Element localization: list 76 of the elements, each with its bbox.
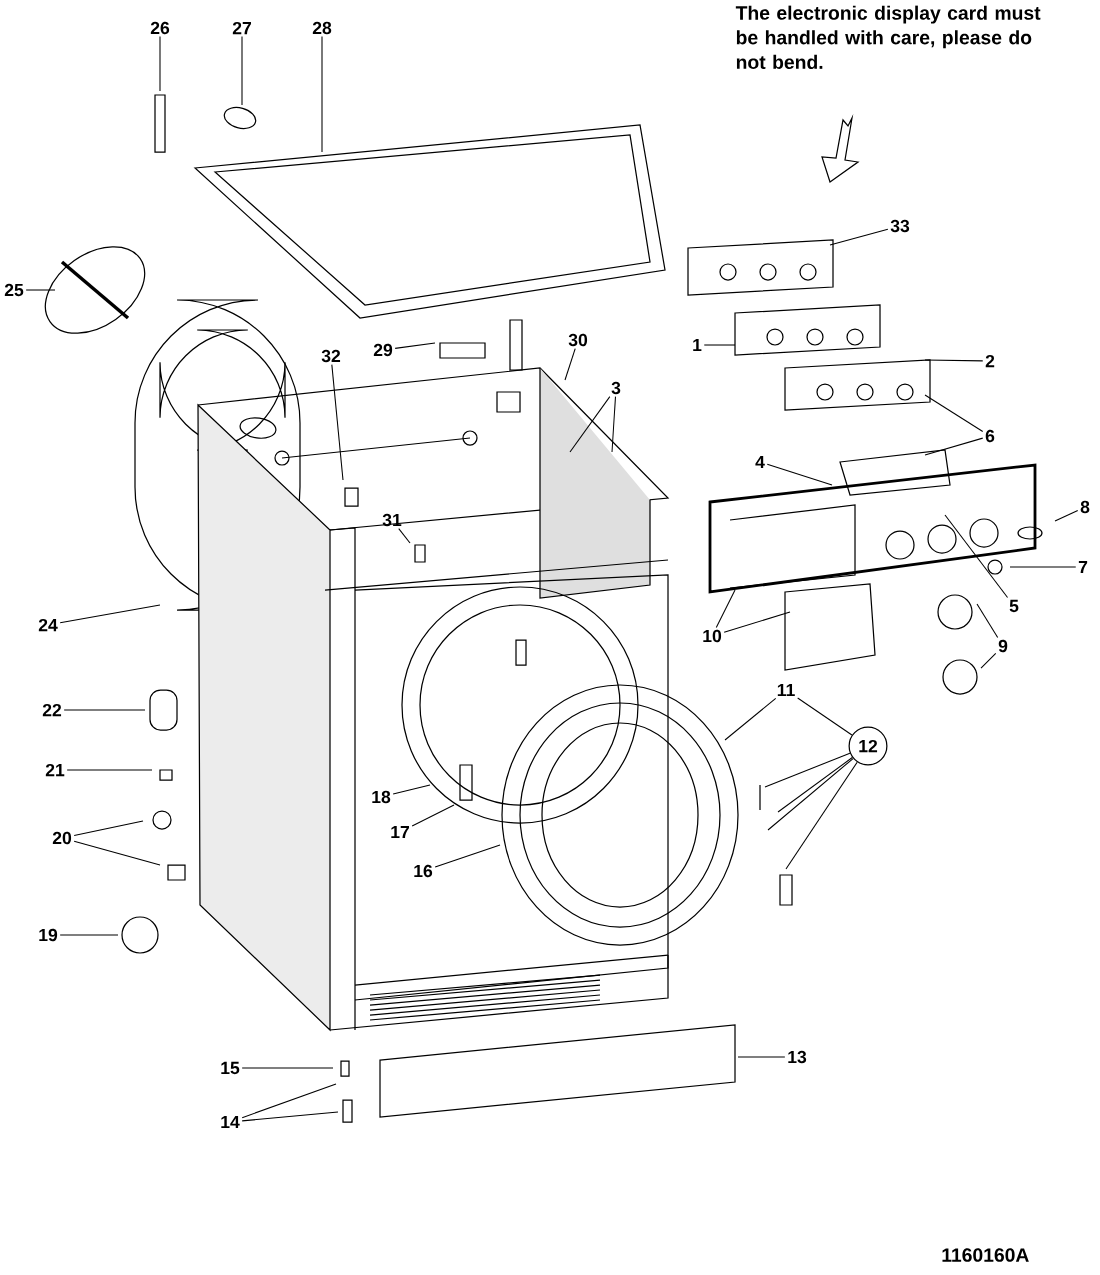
callout-number: 4 <box>755 455 765 469</box>
leader-line <box>321 36 323 153</box>
callout-number: 20 <box>52 831 72 845</box>
leader-line <box>976 603 999 638</box>
leader-line <box>73 820 144 836</box>
leader-line <box>829 228 889 246</box>
leader-line <box>777 757 853 813</box>
leader-line <box>25 289 56 291</box>
callout-number: 28 <box>312 21 332 35</box>
callout-number: 21 <box>45 763 65 777</box>
callout-number: 2 <box>985 354 995 368</box>
callout-number: 16 <box>414 864 433 878</box>
callout-number: 27 <box>232 21 251 35</box>
leader-line <box>924 359 984 362</box>
callout-number: 31 <box>382 513 402 527</box>
leader-line <box>737 1056 786 1058</box>
callout-number: 18 <box>372 790 391 804</box>
leader-line <box>767 758 854 831</box>
leader-line <box>797 697 853 736</box>
callout-number: 5 <box>1009 599 1019 613</box>
callout-number: 29 <box>373 343 393 357</box>
callout-number: 11 <box>777 683 795 697</box>
drawing-number: 1160160A <box>942 1248 1029 1262</box>
leader-line <box>434 844 501 868</box>
callout-number: 17 <box>391 825 409 839</box>
leader-line <box>764 752 851 788</box>
leader-line <box>411 804 455 827</box>
leader-line <box>724 697 777 741</box>
callout-number: 33 <box>890 219 910 233</box>
leader-line <box>398 528 411 544</box>
callout-number: 8 <box>1080 500 1090 514</box>
leader-line <box>63 709 146 711</box>
callout-number: 26 <box>150 21 170 35</box>
leader-line <box>924 437 984 456</box>
leader-line <box>59 604 161 624</box>
callout-number: 7 <box>1078 560 1088 574</box>
callout-number: 19 <box>39 928 58 942</box>
leader-line <box>59 934 119 936</box>
leader-line <box>1009 566 1077 568</box>
leader-line <box>715 589 736 628</box>
callout-number: 14 <box>221 1115 240 1129</box>
callout-number: 3 <box>611 381 621 395</box>
callout-number: 9 <box>998 639 1008 653</box>
leader-line <box>241 1083 337 1119</box>
leader-line <box>569 396 611 453</box>
leader-line <box>723 611 791 633</box>
leader-line <box>766 463 833 486</box>
leader-line <box>611 396 616 453</box>
leader-line <box>703 344 736 346</box>
callout-number: 10 <box>703 629 722 643</box>
leader-line <box>785 761 858 870</box>
leader-line <box>159 36 161 92</box>
leader-line <box>66 769 153 771</box>
leader-line <box>980 652 997 669</box>
leader-line <box>924 394 984 432</box>
leader-line <box>564 348 576 381</box>
leader-line <box>394 342 436 349</box>
leader-line <box>241 1111 339 1122</box>
note-text: The electronic display card must be handled with care, please do not bend. <box>735 5 1041 69</box>
callout-number: 24 <box>38 618 58 632</box>
leader-line <box>1054 509 1079 522</box>
leader-line <box>944 514 1009 599</box>
leader-line <box>241 1067 334 1069</box>
callout-number: 15 <box>221 1061 240 1075</box>
leader-line <box>73 840 161 866</box>
leader-line <box>241 36 243 106</box>
callout-number: 25 <box>4 283 24 297</box>
callout-number: 22 <box>42 703 62 717</box>
callout-number: 6 <box>985 429 995 443</box>
callout-number: 1 <box>693 338 702 352</box>
leader-line <box>392 784 431 795</box>
circled-callout-number: 12 <box>848 726 888 766</box>
callout-number: 32 <box>321 349 341 363</box>
callout-number: 13 <box>788 1050 807 1064</box>
callout-number: 30 <box>568 333 588 347</box>
leader-line <box>331 364 344 481</box>
